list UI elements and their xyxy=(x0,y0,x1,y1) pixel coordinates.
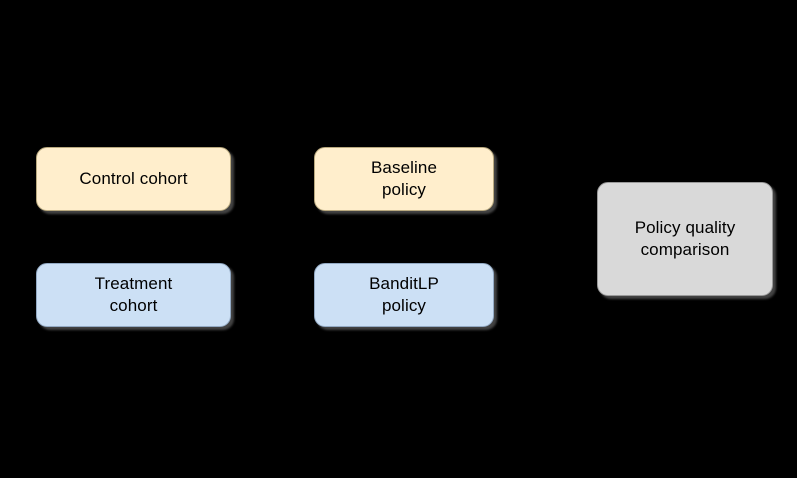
node-policy-quality-comparison-label: Policy quality comparison xyxy=(634,217,736,259)
node-control-cohort[interactable]: Control cohort xyxy=(36,147,231,211)
node-treatment-cohort-label: Treatment cohort xyxy=(94,273,173,315)
node-policy-quality-comparison[interactable]: Policy quality comparison xyxy=(597,182,773,296)
node-banditlp-policy[interactable]: BanditLP policy xyxy=(314,263,494,327)
node-baseline-policy-label: Baseline policy xyxy=(370,157,437,199)
node-banditlp-policy-label: BanditLP policy xyxy=(369,273,439,315)
node-baseline-policy[interactable]: Baseline policy xyxy=(314,147,494,211)
node-treatment-cohort[interactable]: Treatment cohort xyxy=(36,263,231,327)
node-control-cohort-label: Control cohort xyxy=(79,168,188,188)
